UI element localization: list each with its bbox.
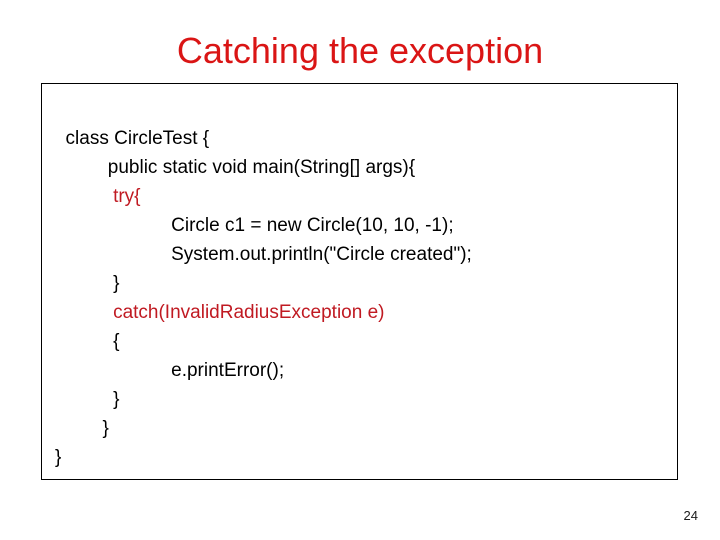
code-line: Circle c1 = new Circle(10, 10, -1); <box>55 215 454 236</box>
code-line: e.printError(); <box>55 360 285 381</box>
code-box: class CircleTest { public static void ma… <box>41 83 678 480</box>
code-line: class CircleTest { <box>55 128 210 149</box>
code-line: } <box>55 273 120 294</box>
code-line: public static void main(String[] args){ <box>55 157 416 178</box>
code-line: System.out.println("Circle created"); <box>55 244 472 265</box>
code-line: } <box>55 447 62 468</box>
code-line: } <box>55 389 120 410</box>
slide-title: Catching the exception <box>176 30 544 71</box>
code-line: catch(InvalidRadiusException e) <box>55 302 385 323</box>
code-line: try{ <box>55 186 141 207</box>
code-line: { <box>55 331 120 352</box>
page-number: 24 <box>683 508 698 523</box>
code-block: class CircleTest { public static void ma… <box>42 84 677 472</box>
code-line: } <box>55 418 109 439</box>
